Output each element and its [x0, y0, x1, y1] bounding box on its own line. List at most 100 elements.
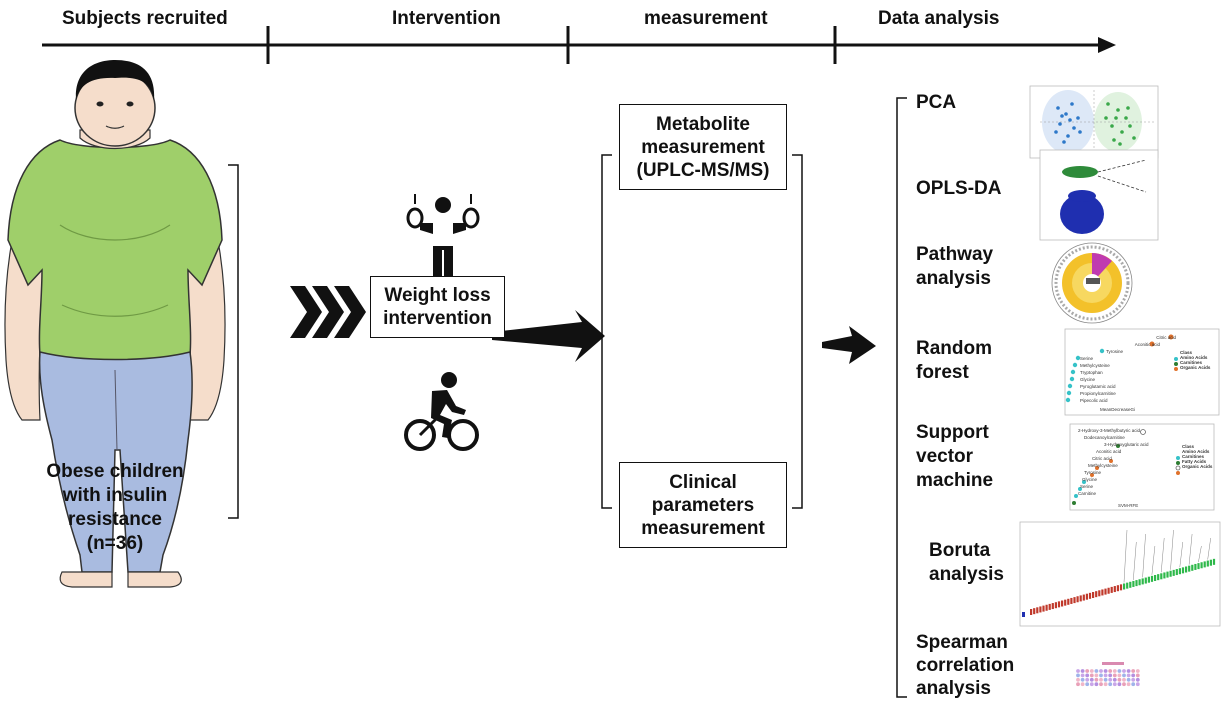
- boruta-box: [1212, 558, 1216, 565]
- pca-thumbnail: [1029, 85, 1159, 159]
- spearman-cell: [1131, 677, 1136, 682]
- spearman-cell: [1131, 673, 1136, 678]
- chevrons-icon: [290, 286, 366, 338]
- boruta-box: [1197, 563, 1200, 570]
- spearman-cell: [1099, 669, 1103, 673]
- spearman-cell: [1135, 677, 1140, 682]
- spearman-cell: [1094, 669, 1099, 673]
- method-svm-line-2: vector: [916, 446, 974, 467]
- method-pathway: Pathway analysis: [916, 243, 993, 291]
- spearman-cell: [1112, 669, 1117, 673]
- method-opls-da: OPLS-DA: [916, 177, 1002, 201]
- boruta-box: [1147, 576, 1150, 583]
- boruta-box: [1042, 605, 1045, 612]
- rf-feature: Methylcysteine: [1080, 363, 1110, 368]
- method-svm: Support vector machine: [916, 421, 993, 493]
- spearman-cell: [1122, 669, 1126, 673]
- svm-feature: Citric acid: [1092, 456, 1112, 461]
- svm-legend-item: Organic Acids: [1182, 464, 1213, 469]
- boruta-box: [1154, 575, 1157, 581]
- svm-legend-item: Amino Acids: [1182, 449, 1210, 454]
- boruta-box: [1107, 587, 1110, 594]
- boruta-box: [1200, 562, 1203, 569]
- timeline-stage-subjects: Subjects recruited: [62, 8, 228, 29]
- spearman-cell: [1089, 673, 1094, 678]
- boruta-box: [1150, 575, 1154, 582]
- rf-feature: Aconitic acid: [1134, 342, 1160, 347]
- spearman-cell: [1099, 677, 1103, 682]
- clinical-measurement-box: Clinical parameters measurement: [619, 462, 787, 548]
- method-pathway-line-1: Pathway: [916, 244, 994, 265]
- method-boruta-line-1: Boruta: [929, 540, 991, 561]
- boruta-box: [1095, 591, 1098, 598]
- boruta-label-line: [1198, 545, 1202, 563]
- spearman-cell: [1117, 673, 1122, 678]
- spearman-cell: [1103, 677, 1108, 682]
- boruta-box: [1132, 580, 1135, 587]
- spearman-cell: [1103, 682, 1108, 687]
- boruta-box: [1045, 604, 1048, 611]
- boruta-box: [1209, 559, 1212, 566]
- boruta-label-line: [1207, 537, 1211, 560]
- method-spearman-line-2: correlation: [916, 655, 1015, 676]
- spearman-cell: [1131, 669, 1136, 673]
- rf-feature: Glycine: [1080, 377, 1096, 382]
- boruta-box: [1051, 603, 1054, 610]
- spearman-cell: [1108, 669, 1113, 673]
- boruta-box: [1070, 597, 1073, 604]
- spearman-cell: [1085, 673, 1090, 678]
- svm-feature: Tyrosine: [1084, 470, 1102, 475]
- rings-exercise-icon: [406, 194, 480, 276]
- spearman-cell: [1076, 682, 1080, 687]
- spearman-cell: [1080, 677, 1085, 682]
- svm-feature: Serine: [1080, 484, 1094, 489]
- boruta-box: [1098, 590, 1101, 597]
- rf-legend-item: Carnitines: [1180, 360, 1203, 365]
- boruta-box: [1110, 586, 1113, 593]
- boruta-box: [1116, 585, 1119, 592]
- boruta-label-line: [1133, 541, 1137, 580]
- intervention-box: Weight loss intervention: [370, 276, 505, 338]
- spearman-cell: [1094, 682, 1099, 687]
- timeline-stage-analysis: Data analysis: [878, 8, 1000, 29]
- boruta-box: [1203, 561, 1206, 568]
- boruta-box: [1113, 586, 1116, 593]
- metabolite-measurement-box: Metabolite measurement (UPLC-MS/MS): [619, 104, 787, 190]
- boruta-box: [1039, 606, 1042, 613]
- method-pca-line-1: PCA: [916, 92, 957, 113]
- boruta-label-line: [1123, 529, 1128, 583]
- spearman-cell: [1089, 682, 1094, 687]
- spearman-cell: [1117, 677, 1122, 682]
- spearman-scale: [1102, 662, 1124, 665]
- svm-feature: Dodecanoylcarnitine: [1084, 435, 1125, 440]
- boruta-box: [1104, 588, 1107, 595]
- boruta-thumbnail: [1019, 521, 1221, 627]
- svm-legend-item: Carnitines: [1182, 454, 1205, 459]
- spearman-cell: [1103, 669, 1108, 673]
- spearman-cell: [1085, 677, 1090, 682]
- boruta-box: [1054, 602, 1057, 609]
- method-svm-line-1: Support: [916, 422, 989, 443]
- boruta-box: [1188, 565, 1191, 572]
- subjects-line-1: Obese children: [46, 461, 184, 482]
- boruta-label-line: [1179, 541, 1183, 568]
- boruta-box: [1166, 571, 1169, 578]
- boruta-label-line: [1188, 533, 1193, 565]
- boruta-box: [1206, 560, 1209, 567]
- svm-xlabel: SVM-RFE: [1118, 503, 1139, 508]
- rf-legend-item: Amino Acids: [1180, 355, 1208, 360]
- spearman-cell: [1126, 682, 1131, 687]
- boruta-box: [1061, 600, 1064, 607]
- boruta-box: [1160, 573, 1163, 580]
- boruta-box: [1033, 608, 1036, 615]
- svm-feature: Aconitic acid: [1096, 449, 1122, 454]
- svm-legend-item: Fatty Acids: [1182, 459, 1207, 464]
- boruta-box: [1079, 595, 1082, 602]
- spearman-cell: [1089, 677, 1094, 682]
- spearman-cell: [1099, 673, 1103, 678]
- spearman-cell: [1122, 682, 1126, 687]
- boruta-box: [1057, 601, 1061, 608]
- boruta-label-line: [1161, 537, 1165, 573]
- rf-feature: Serine: [1080, 356, 1094, 361]
- boruta-box: [1064, 599, 1067, 606]
